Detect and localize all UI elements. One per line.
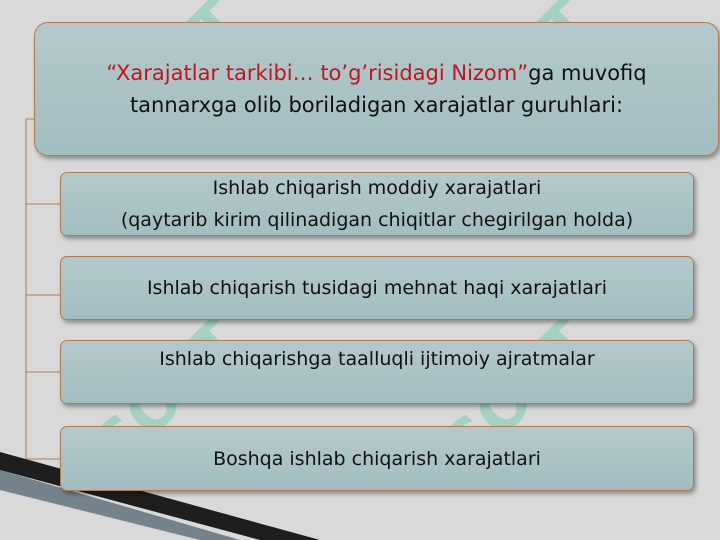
item-line-1: Boshqa ishlab chiqarish xarajatlari [213, 447, 541, 470]
expense-group-labor: Ishlab chiqarish tusidagi mehnat haqi xa… [60, 256, 694, 320]
header-line-1-rest: ga muvofiq [528, 61, 647, 85]
expense-group-social: Ishlab chiqarishga taalluqli ijtimoiy aj… [60, 340, 694, 404]
regulation-name: “Xarajatlar tarkibi… to’g’risidagi Nizom… [106, 61, 529, 85]
item-line-1: Ishlab chiqarish tusidagi mehnat haqi xa… [146, 277, 608, 299]
header-line-2: tannarxga olib boriladigan xarajatlar gu… [129, 93, 624, 117]
header-box: “Xarajatlar tarkibi… to’g’risidagi Nizom… [34, 22, 719, 156]
item-line-1: Ishlab chiqarishga taalluqli ijtimoiy aj… [159, 348, 595, 370]
expense-group-material: Ishlab chiqarish moddiy xarajatlari (qay… [60, 172, 694, 236]
expense-group-other: Boshqa ishlab chiqarish xarajatlari [60, 426, 694, 491]
item-line-1: Ishlab chiqarish moddiy xarajatlari [212, 177, 542, 199]
header-line-1: “Xarajatlar tarkibi… to’g’risidagi Nizom… [106, 57, 646, 89]
item-line-2: (qaytarib kirim qilinadigan chiqitlar ch… [120, 209, 634, 231]
